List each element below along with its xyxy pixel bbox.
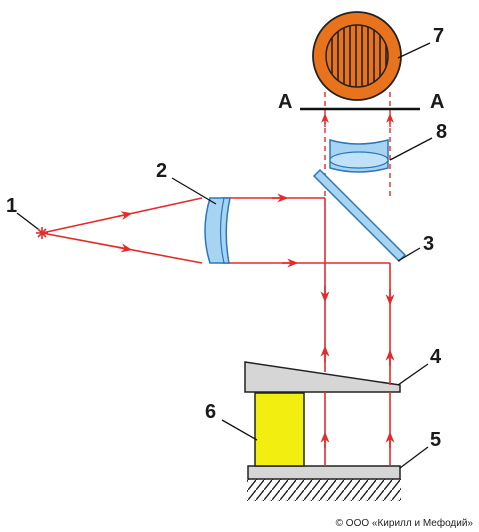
leader-lines xyxy=(16,42,433,469)
beam-splitter xyxy=(312,168,407,263)
label-wedge-plate: 4 xyxy=(430,346,442,368)
collimating-lens xyxy=(204,197,231,264)
wedge-plate xyxy=(244,361,401,393)
base-plate xyxy=(247,465,401,480)
eyepiece-field xyxy=(325,24,389,88)
label-support-block: 6 xyxy=(205,401,216,423)
label-lens: 2 xyxy=(156,160,167,182)
label-eyepiece: 7 xyxy=(433,25,444,47)
label-section-right: А xyxy=(430,91,444,113)
support-block xyxy=(254,392,305,467)
label-section-left: А xyxy=(278,91,292,113)
label-beam-splitter: 3 xyxy=(423,233,434,255)
ground-hatching xyxy=(247,479,401,501)
copyright-notice: © ООО «Кирилл и Мефодий» xyxy=(335,518,473,529)
collimating-lens-edge xyxy=(219,197,225,264)
label-objective-lens: 8 xyxy=(436,121,447,143)
label-source: 1 xyxy=(6,195,17,217)
label-base-plate: 5 xyxy=(430,429,441,451)
light-source-icon xyxy=(36,227,48,239)
objective-lens-face xyxy=(329,151,389,169)
ray-arrow-1 xyxy=(117,211,133,221)
ray-arrow-2 xyxy=(117,243,133,253)
